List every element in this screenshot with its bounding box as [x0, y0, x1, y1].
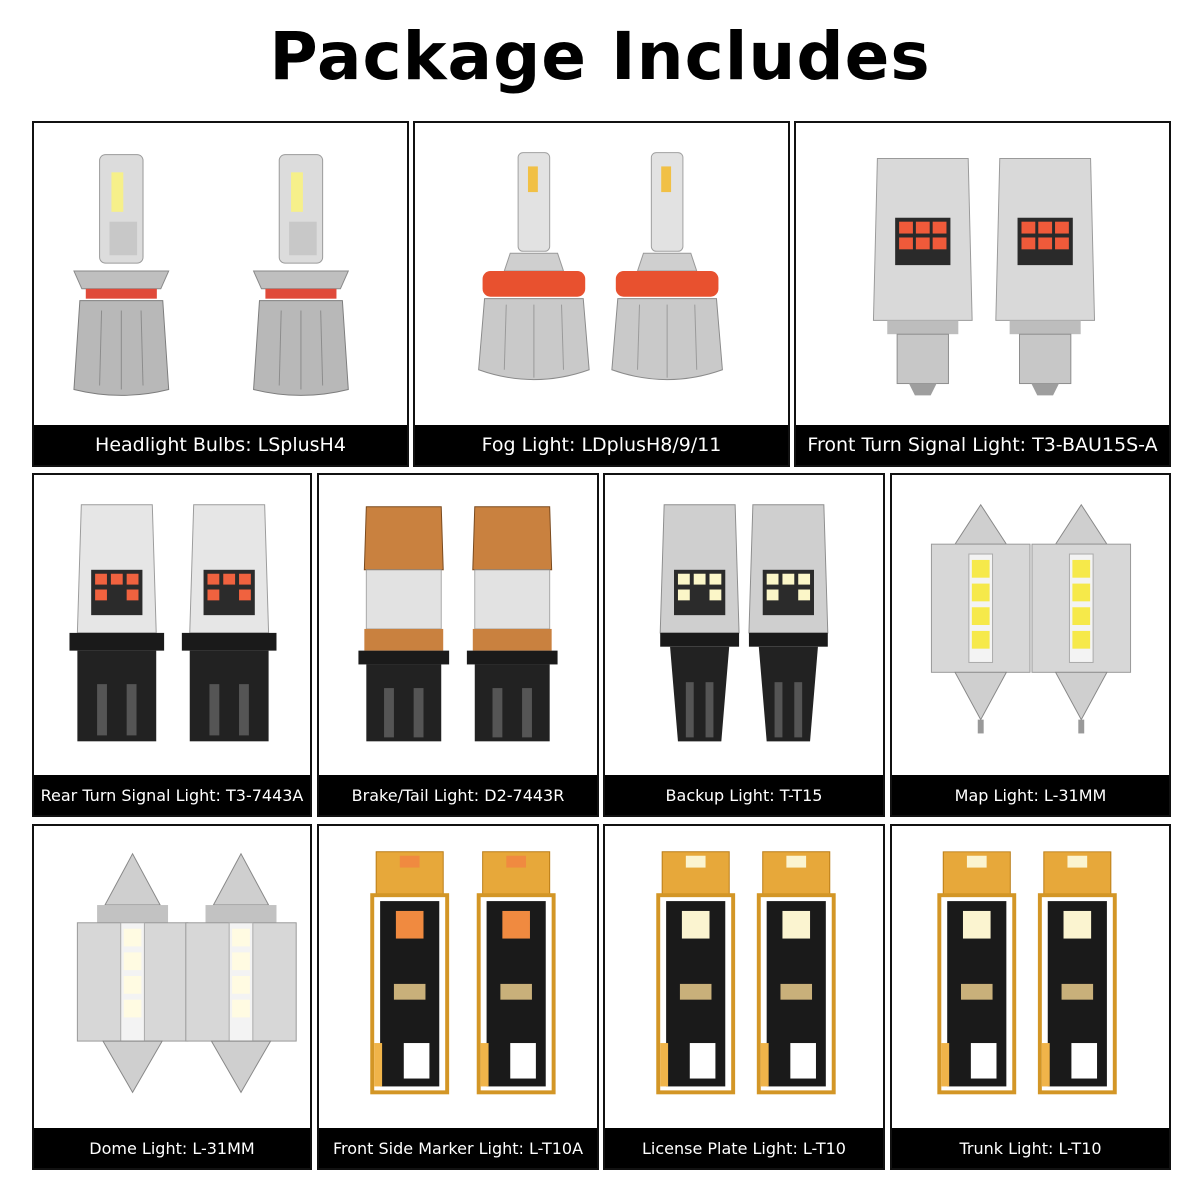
product-caption: Rear Turn Signal Light: T3-7443A	[34, 775, 310, 815]
t10-white-bulb-icon	[605, 826, 883, 1128]
bau15s-bulb-icon	[796, 123, 1169, 425]
product-card-brake-tail: Brake/Tail Light: D2-7443R	[317, 473, 599, 817]
product-card-backup: Backup Light: T-T15	[603, 473, 885, 817]
product-card-front-turn-signal: Front Turn Signal Light: T3-BAU15S-A	[794, 121, 1171, 467]
product-card-fog-light: Fog Light: LDplusH8/9/11	[413, 121, 790, 467]
product-card-front-side-marker: Front Side Marker Light: L-T10A	[317, 824, 599, 1170]
product-caption: Trunk Light: L-T10	[892, 1128, 1169, 1168]
product-caption: Map Light: L-31MM	[892, 775, 1169, 815]
h4-headlight-bulb-icon	[34, 123, 407, 425]
product-caption: Backup Light: T-T15	[605, 775, 883, 815]
product-caption: Headlight Bulbs: LSplusH4	[34, 425, 407, 465]
product-card-headlight: Headlight Bulbs: LSplusH4	[32, 121, 409, 467]
product-card-dome-light: Dome Light: L-31MM	[32, 824, 312, 1170]
product-card-map-light: Map Light: L-31MM	[890, 473, 1171, 817]
t10-amber-bulb-icon	[319, 826, 597, 1128]
product-caption: License Plate Light: L-T10	[605, 1128, 883, 1168]
product-caption: Front Turn Signal Light: T3-BAU15S-A	[796, 425, 1169, 465]
product-card-license-plate: License Plate Light: L-T10	[603, 824, 885, 1170]
t10-white-bulb-icon	[892, 826, 1169, 1128]
7443-red-bulb-icon	[319, 475, 597, 775]
product-card-trunk-light: Trunk Light: L-T10	[890, 824, 1171, 1170]
product-caption: Fog Light: LDplusH8/9/11	[415, 425, 788, 465]
product-caption: Dome Light: L-31MM	[34, 1128, 310, 1168]
product-caption: Front Side Marker Light: L-T10A	[319, 1128, 597, 1168]
festoon-31mm-bulb-icon	[34, 826, 310, 1128]
page-title: Package Includes	[269, 18, 931, 95]
festoon-31mm-bulb-icon	[892, 475, 1169, 775]
product-caption: Brake/Tail Light: D2-7443R	[319, 775, 597, 815]
7443-amber-bulb-icon	[34, 475, 310, 775]
product-card-rear-turn-signal: Rear Turn Signal Light: T3-7443A	[32, 473, 312, 817]
h11-fog-bulb-icon	[415, 123, 788, 425]
t15-backup-bulb-icon	[605, 475, 883, 775]
